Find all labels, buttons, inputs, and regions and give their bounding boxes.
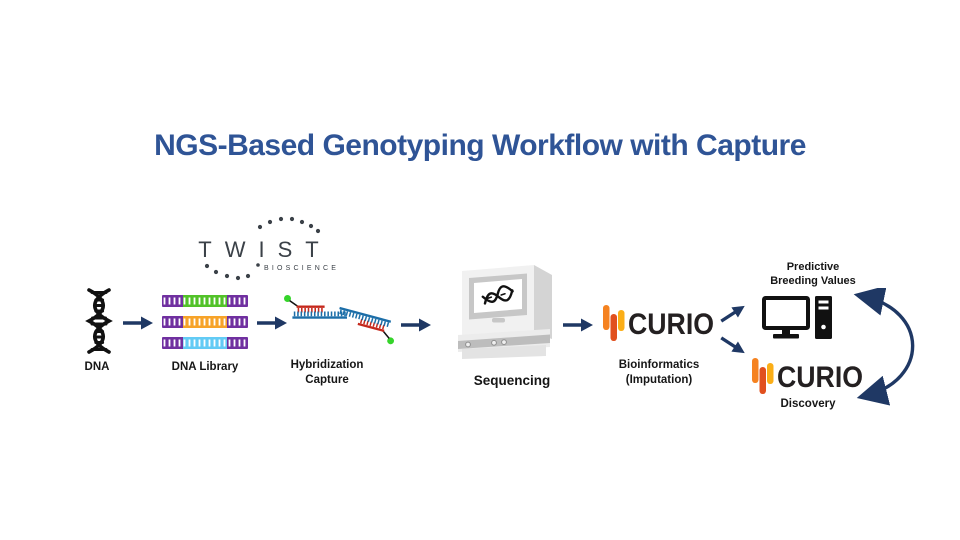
monitor-icon bbox=[762, 296, 810, 339]
diagonal-arrow-up bbox=[720, 305, 745, 323]
feedback-curve-arrow bbox=[853, 288, 915, 406]
flow-arrow-3 bbox=[401, 318, 431, 332]
dna-label: DNA bbox=[84, 361, 110, 373]
discovery-label: Discovery bbox=[780, 398, 836, 410]
flow-arrow-1 bbox=[123, 316, 153, 330]
sequencer-icon bbox=[458, 265, 552, 359]
hybridization-capture-label: Hybridization Capture bbox=[290, 359, 364, 386]
curio-logo-bioinformatics: CURIO bbox=[603, 305, 714, 341]
predictive-breeding-values-label: Predictive Breeding Values bbox=[770, 261, 856, 287]
tower-icon bbox=[815, 296, 832, 339]
twist-wordmark: TWIST bbox=[198, 237, 331, 262]
curio-wordmark: CURIO bbox=[777, 361, 863, 394]
curio-logo-mark bbox=[752, 358, 774, 394]
sequencing-label: Sequencing bbox=[473, 373, 551, 388]
twist-dots-top-arc bbox=[257, 216, 321, 234]
bioinformatics-label: Bioinformatics (Imputation) bbox=[618, 359, 700, 386]
twist-bioscience-label: BIOSCIENCE bbox=[264, 265, 339, 272]
dna-library-icon bbox=[162, 295, 248, 349]
curio-logo-mark bbox=[603, 305, 625, 341]
hybridization-capture-icon bbox=[281, 283, 399, 357]
dna-library-label: DNA Library bbox=[171, 361, 239, 373]
curio-wordmark: CURIO bbox=[628, 308, 714, 341]
diagonal-arrow-down bbox=[720, 336, 745, 354]
screen-dna-squiggle bbox=[481, 285, 514, 305]
curio-logo-discovery: CURIO bbox=[752, 358, 863, 394]
dna-helix-icon bbox=[85, 288, 113, 354]
workflow-title: NGS-Based Genotyping Workflow with Captu… bbox=[154, 129, 806, 162]
flow-arrow-2 bbox=[257, 316, 287, 330]
twist-dots-bottom-arc bbox=[204, 263, 260, 281]
twist-bioscience-logo: TWIST BIOSCIENCE bbox=[198, 216, 339, 281]
flow-arrow-4 bbox=[563, 318, 593, 332]
computer-icon bbox=[762, 296, 832, 339]
